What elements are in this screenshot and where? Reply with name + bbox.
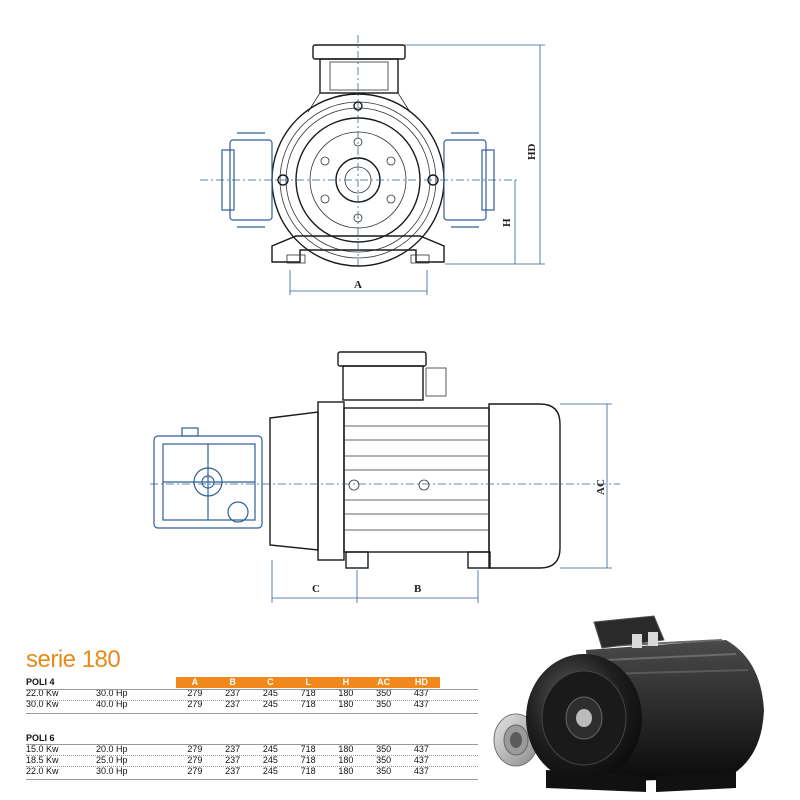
value-c: 245 [262,688,278,698]
value-c: 245 [262,699,278,709]
table-row: 15.0 Kw 20.0 Hp 279 237 245 718 180 350 … [26,744,478,755]
power-hp: 40.0 Hp [96,699,128,709]
power-hp: 25.0 Hp [96,755,128,765]
value-hd: 437 [413,688,429,698]
value-b: 237 [225,699,241,709]
group-label-poli6: POLI 6 [26,733,55,743]
value-ac: 350 [376,699,392,709]
value-a: 279 [187,688,203,698]
power-kw: 22.0 Kw [26,766,59,776]
value-ac: 350 [376,755,392,765]
motor-product-photo [493,615,764,792]
group-header-row: POLI 6 [26,733,478,744]
table-divider [26,755,478,756]
power-hp: 20.0 Hp [96,744,128,754]
side-view-drawing: AC C B [150,351,620,603]
value-l: 718 [300,766,316,776]
column-header-l: L [289,677,327,688]
value-b: 237 [225,688,241,698]
value-h: 180 [338,688,354,698]
power-hp: 30.0 Hp [96,688,128,698]
value-ac: 350 [376,744,392,754]
table-row: 30.0 Kw 40.0 Hp 279 237 245 718 180 350 … [26,699,478,710]
column-header-h: H [327,677,365,688]
column-header-c: C [251,677,290,688]
table-divider [26,713,478,714]
value-h: 180 [338,744,354,754]
value-ac: 350 [376,766,392,776]
table-divider [26,744,478,745]
spec-table-poli4: POLI 4 A B C L H AC HD 22.0 Kw 30.0 Hp 2… [26,677,478,710]
value-c: 245 [262,744,278,754]
column-header-a: A [176,677,214,688]
table-row: 22.0 Kw 30.0 Hp 279 237 245 718 180 350 … [26,688,478,699]
table-row: 22.0 Kw 30.0 Hp 279 237 245 718 180 350 … [26,766,478,777]
value-a: 279 [187,766,203,776]
table-divider [26,689,478,690]
column-header-ac: AC [364,677,403,688]
dim-label-ac: AC [595,479,607,495]
table-divider [26,700,478,701]
dim-label-b: B [414,583,422,595]
group-label-poli4: POLI 4 [26,677,55,687]
value-ac: 350 [376,688,392,698]
front-view-drawing: HD H A [200,35,545,295]
dim-label-hd: HD [526,143,538,160]
value-h: 180 [338,699,354,709]
value-hd: 437 [413,744,429,754]
dim-label-h: H [501,218,513,227]
table-row: 18.5 Kw 25.0 Hp 279 237 245 718 180 350 … [26,755,478,766]
value-hd: 437 [413,755,429,765]
dim-label-a: A [354,279,362,291]
column-header-hd: HD [402,677,441,688]
series-title: serie 180 [26,646,121,673]
value-b: 237 [225,766,241,776]
table-divider [26,766,478,767]
power-hp: 30.0 Hp [96,766,128,776]
value-l: 718 [300,688,316,698]
value-l: 718 [300,755,316,765]
value-hd: 437 [413,766,429,776]
table-divider [26,779,478,780]
power-kw: 22.0 Kw [26,688,59,698]
power-kw: 18.5 Kw [26,755,59,765]
value-b: 237 [225,755,241,765]
value-l: 718 [300,699,316,709]
value-a: 279 [187,744,203,754]
table-header-row: POLI 4 A B C L H AC HD [26,677,478,688]
value-h: 180 [338,755,354,765]
value-l: 718 [300,744,316,754]
value-h: 180 [338,766,354,776]
value-a: 279 [187,755,203,765]
power-kw: 30.0 Kw [26,699,59,709]
column-header-b: B [213,677,252,688]
power-kw: 15.0 Kw [26,744,59,754]
dim-label-c: C [312,583,320,595]
spec-table-poli6: POLI 6 15.0 Kw 20.0 Hp 279 237 245 718 1… [26,733,478,777]
value-c: 245 [262,766,278,776]
motor-body [526,615,764,792]
value-a: 279 [187,699,203,709]
value-b: 237 [225,744,241,754]
value-c: 245 [262,755,278,765]
value-hd: 437 [413,699,429,709]
